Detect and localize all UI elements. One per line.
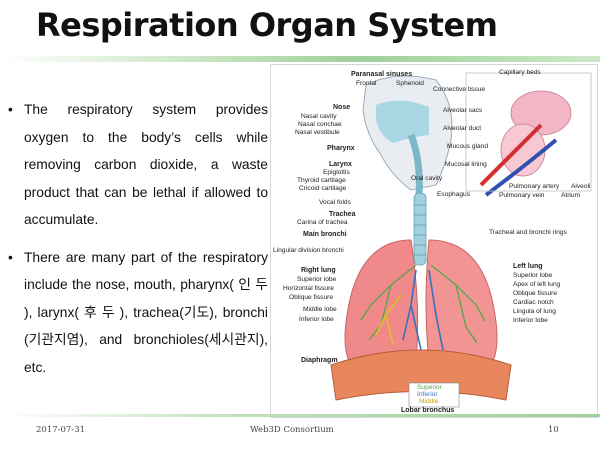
label-diaphragm: Diaphragm [301,357,338,364]
yellow-bronchi [375,294,402,346]
label-paranasal: Paranasal sinuses [351,71,413,78]
label-tracheal-rings: Tracheal and bronchi rings [489,229,567,236]
lobe-key-box [408,382,460,408]
green-bronchi [360,264,486,344]
label-mucous-gland: Mucous gland [447,143,489,150]
label-oral-cavity: Oral cavity [411,175,443,182]
bullet-text: The respiratory system provides oxygen t… [24,102,268,227]
label-apex-left-lung: Apex of left lung [513,281,561,288]
label-key-superior: Superior [417,384,442,391]
title-divider [0,56,600,62]
pulmonary-vein-shape [484,138,558,197]
pharynx-shape [407,133,423,196]
footer-divider [0,414,600,417]
label-right-oblique-fissure: Oblique fissure [289,294,333,301]
label-frontal: Frontal [356,80,377,87]
trachea-shape [413,192,427,266]
label-thyroid-cartilage: Thyroid cartilage [297,177,346,184]
label-left-inferior-lobe: Inferior lobe [513,317,548,324]
label-epiglottis: Epiglottis [323,169,350,176]
label-right-lung: Right lung [301,267,336,274]
tracheal-rings [414,204,426,256]
diaphragm-shape [330,349,512,401]
slide-title: Respiration Organ System [36,6,498,44]
label-nasal-vestibule: Nasal vestibule [295,129,340,136]
bullet-list: • The respiratory system provides oxygen… [6,96,268,391]
label-alveolar-duct: Alveolar duct [443,125,482,132]
respiratory-diagram: Paranasal sinuses Frontal Sphenoid Nose … [270,64,598,418]
alveoli-inset-frame [465,72,592,192]
pulmonary-artery-shape [479,123,543,187]
label-pulmonary-artery: Pulmonary artery [509,183,560,190]
label-cardiac-notch: Cardiac notch [513,299,554,306]
label-cricoid-cartilage: Cricoid cartilage [299,185,347,192]
label-left-lung: Left lung [513,263,543,270]
respiratory-illustration [330,72,592,408]
label-connective-tissue: Connective tissue [433,86,486,93]
label-lingular-division: Lingular division bronchi [273,247,344,254]
label-esophagus: Esophagus [437,191,470,198]
bullet-dot-icon: • [8,249,13,265]
bullet-text: There are many part of the respiratory i… [24,249,268,375]
footer-organization: Web3D Consortium [250,425,334,435]
label-lingula: Lingula of lung [513,308,556,315]
footer-date: 2017-07-31 [36,425,86,435]
label-left-superior-lobe: Superior lobe [513,272,553,279]
label-right-superior-lobe: Superior lobe [297,276,337,283]
label-middle-lobe: Middle lobe [303,306,337,313]
label-nasal-conchae: Nasal conchae [298,121,342,128]
bullet-item: • There are many part of the respiratory… [6,244,268,382]
label-larynx: Larynx [329,161,352,168]
label-right-inferior-lobe: Inferior lobe [299,316,334,323]
label-trachea: Trachea [329,211,356,218]
blue-bronchi [402,269,444,351]
label-left-oblique-fissure: Oblique fissure [513,290,557,297]
label-mucosal-lining: Mucosal lining [445,161,487,168]
label-atrium: Atrium [561,192,581,199]
label-alveoli: Alveoli [571,183,591,190]
bullet-dot-icon: • [8,102,13,117]
label-main-bronchi: Main bronchi [303,231,347,238]
label-sphenoid: Sphenoid [396,80,424,87]
label-key-inferior: Inferior [417,391,438,398]
label-vocal-folds: Vocal folds [319,199,351,206]
label-pharynx: Pharynx [327,145,355,152]
page-number: 10 [548,425,559,435]
label-nose: Nose [333,104,351,111]
label-pulmonary-vein: Pulmonary vein [499,192,545,199]
label-nasal-cavity: Nasal cavity [301,113,337,120]
label-capillary-beds: Capillary beds [499,69,541,76]
bullet-item: • The respiratory system provides oxygen… [6,96,268,234]
label-lobar-bronchus: Lobar bronchus [401,407,455,414]
nasal-cavity [376,100,429,143]
label-alveolar-sacs: Alveolar sacs [443,107,483,114]
label-carina: Carina of trachea [297,219,348,226]
label-key-middle: Middle [419,398,439,405]
label-horizontal-fissure: Horizontal fissure [283,285,334,292]
